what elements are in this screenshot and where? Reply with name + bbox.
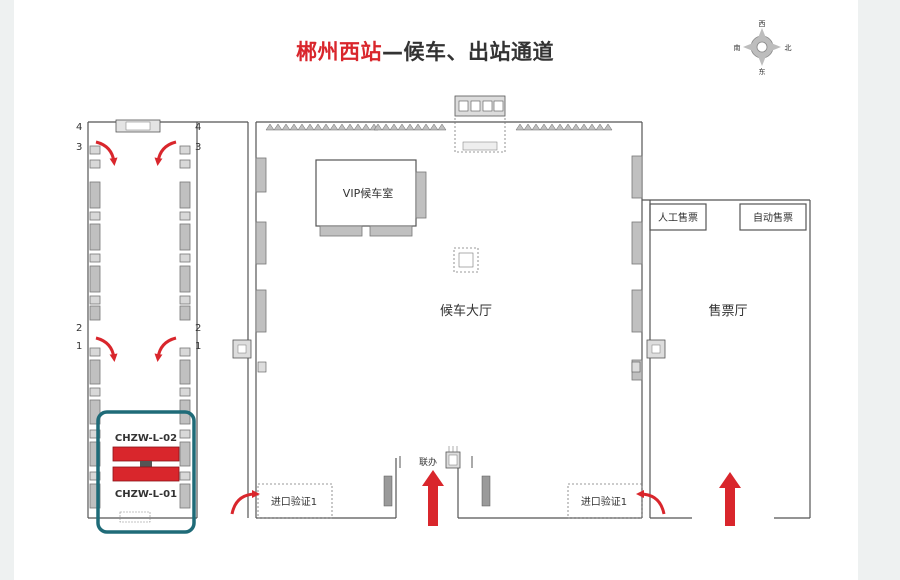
device-highlight-box[interactable]: CHZW-L-02 CHZW-L-01	[96, 410, 196, 534]
side-devices	[232, 339, 666, 373]
gate-2-left: 2	[76, 323, 82, 334]
corridor-flow-arrows	[95, 140, 177, 362]
gate-4-left: 4	[76, 122, 82, 133]
top-entrance-device	[454, 95, 506, 153]
gate-4-right: 4	[195, 122, 201, 133]
vip-room-label: VIP候车室	[343, 186, 393, 200]
compass-icon: 西 东 南 北	[734, 20, 792, 76]
device-upper-bar	[112, 446, 180, 462]
hall-seats-right	[631, 155, 643, 381]
gate-1-left: 1	[76, 341, 82, 352]
svg-text:进口验证1: 进口验证1	[581, 495, 627, 508]
ticket-hall-label: 售票厅	[708, 303, 747, 319]
device-lower-bar	[112, 466, 180, 482]
gate-3-left: 3	[76, 142, 82, 153]
entrance-arrows	[422, 470, 741, 526]
vip-seats	[319, 171, 427, 237]
title-rest: —候车、出站通道	[382, 40, 554, 64]
corridor-seats-left	[89, 145, 101, 509]
compass-north: 北	[785, 44, 792, 52]
entry-check-left: 进口验证1	[257, 483, 333, 519]
gate-1-right: 1	[195, 341, 201, 352]
center-pillar	[453, 247, 479, 273]
security-device: 联办	[399, 446, 473, 469]
gate-3-right: 3	[195, 142, 201, 153]
waiting-hall-label: 候车大厅	[440, 303, 492, 319]
arrow-upper-right-icon	[154, 140, 177, 166]
gate-2-right: 2	[195, 323, 201, 334]
map-title: 郴州西站—候车、出站通道	[296, 36, 554, 66]
arrow-lower-right-icon	[154, 336, 177, 362]
arrow-entry-left-icon	[230, 490, 260, 515]
entry-check-right: 进口验证1	[567, 483, 643, 519]
auto-ticket-label: 自动售票	[753, 211, 793, 224]
device-connector	[140, 461, 152, 467]
station-name: 郴州西站	[296, 40, 382, 64]
entrance-bollards	[383, 475, 491, 507]
compass-west: 西	[759, 20, 766, 28]
corridor-bottom-gate	[119, 511, 151, 523]
compass-east: 东	[759, 67, 766, 76]
arrow-entry-right-icon	[636, 490, 666, 515]
compass-south: 南	[734, 43, 741, 52]
device-label-lower: CHZW-L-01	[115, 489, 177, 500]
svg-text:进口验证1: 进口验证1	[271, 495, 317, 508]
arrow-ticket-entrance-icon	[719, 472, 741, 526]
lift-label: 联办	[419, 456, 437, 468]
top-window-strips	[265, 123, 613, 131]
corridor-seats-right	[179, 145, 191, 509]
arrow-main-entrance-icon	[422, 470, 444, 526]
arrow-lower-left-icon	[95, 336, 118, 362]
hall-seats-left	[255, 157, 267, 333]
arrow-upper-left-icon	[95, 140, 118, 166]
gate-numbers: 4 4 3 3 2 2 1 1	[76, 122, 201, 352]
entry-curve-arrows	[230, 490, 666, 515]
manual-ticket-label: 人工售票	[658, 211, 698, 224]
walls	[87, 121, 811, 519]
corridor-top-device	[115, 119, 161, 133]
device-label-upper: CHZW-L-02	[115, 433, 177, 444]
